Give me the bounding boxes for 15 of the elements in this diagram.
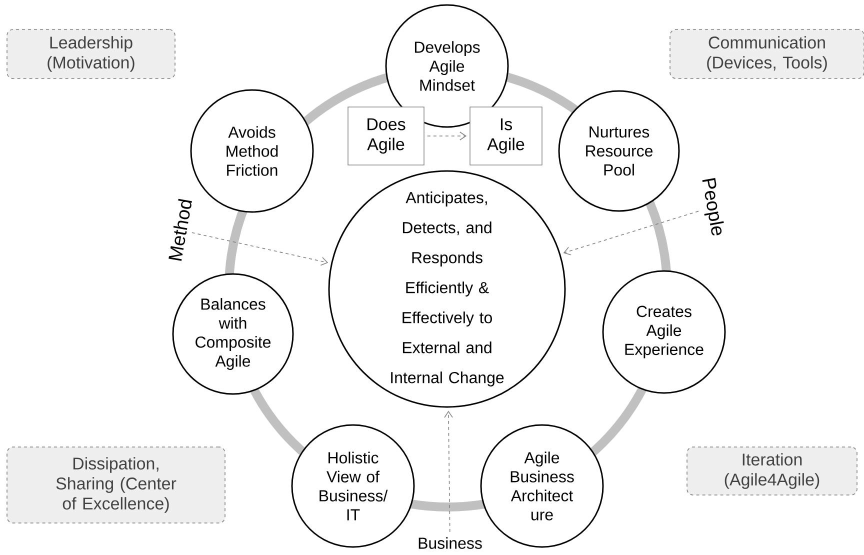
dashed-box: Dissipation, Sharing (Center of Excellence) — [6, 446, 226, 524]
dashed-box: Iteration (Agile4Agile) — [686, 446, 858, 496]
dashed-arrow — [444, 410, 453, 532]
text-box: Does Agile — [348, 106, 424, 166]
dashed-box: Communication (Devices, Tools) — [670, 29, 864, 79]
text-box: Is Agile — [470, 106, 542, 166]
side-label: Method — [168, 198, 192, 261]
node-label: Agile Business Architect ure — [510, 452, 574, 520]
dashed-box: Leadership (Motivation) — [6, 29, 176, 79]
node-label: Holistic View of Business/ IT — [320, 452, 388, 520]
dashed-arrow — [192, 232, 328, 266]
dashed-arrow — [427, 132, 467, 140]
dashed-arrow — [563, 210, 699, 256]
side-label: Business — [418, 537, 482, 549]
side-label: People — [702, 178, 724, 236]
